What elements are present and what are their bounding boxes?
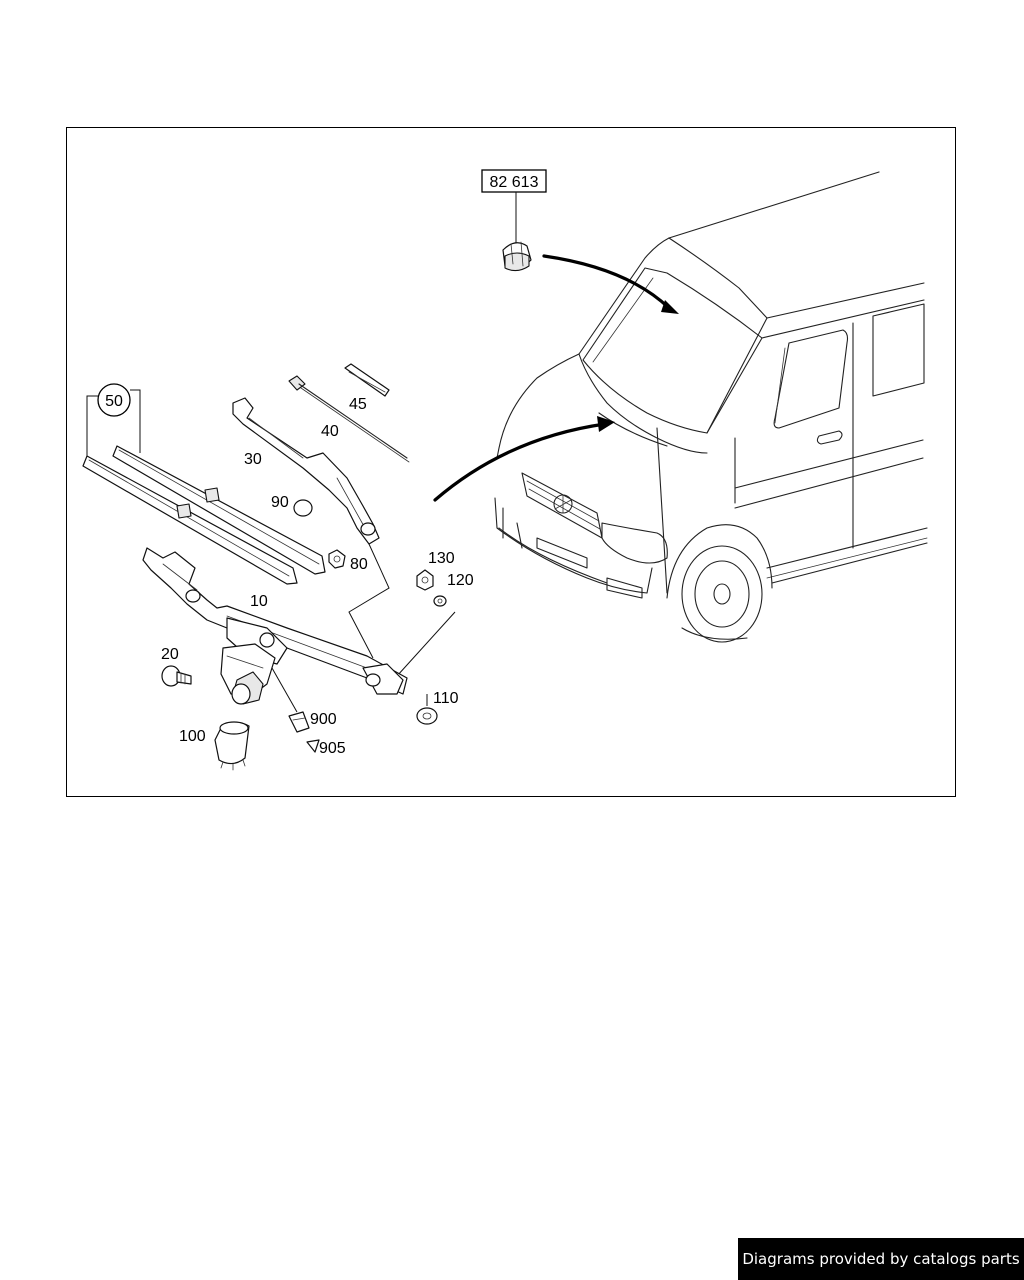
arrow-head-upper: [661, 300, 679, 314]
label-40: 40: [321, 423, 339, 440]
exploded-view-diagram: 82 613 50 45 40 30: [82, 169, 928, 771]
callout-arrows: [433, 254, 679, 502]
part-110-washer[interactable]: 110: [416, 690, 459, 725]
arrow-to-cowl: [433, 422, 607, 502]
label-82613: 82 613: [490, 174, 539, 191]
arrow-head-lower: [597, 416, 615, 432]
label-130: 130: [428, 550, 455, 567]
label-120: 120: [447, 572, 474, 589]
arrow-to-windshield: [542, 254, 671, 310]
footer-credit-badge: Diagrams provided by catalogs parts: [738, 1238, 1024, 1280]
label-50: 50: [105, 393, 123, 410]
ref-box-82613: [481, 169, 547, 193]
part-10-wiper-linkage[interactable]: 10: [142, 547, 408, 695]
label-900: 900: [310, 711, 337, 728]
part-30-wiper-arm[interactable]: 30: [232, 397, 380, 545]
part-905-terminal[interactable]: 905: [306, 739, 346, 757]
label-10: 10: [250, 593, 268, 610]
part-40-washer-hose[interactable]: 40: [288, 375, 410, 463]
part-82613-sensor[interactable]: 82 613: [481, 169, 547, 272]
label-30: 30: [244, 451, 262, 468]
ref-circle-50: [97, 383, 131, 417]
label-90: 90: [271, 494, 289, 511]
part-120-washer[interactable]: 120: [433, 572, 474, 607]
part-900-connector[interactable]: 900: [271, 667, 337, 733]
part-90-cap[interactable]: 90: [271, 494, 313, 517]
part-45-clip[interactable]: 45: [344, 363, 390, 413]
label-110: 110: [433, 690, 459, 707]
part-20-bolt[interactable]: 20: [161, 646, 192, 687]
wiper-motor: [220, 643, 276, 705]
part-50-wiper-blades[interactable]: 50: [82, 383, 326, 585]
label-100: 100: [179, 728, 206, 745]
parts-diagram-frame: 82 613 50 45 40 30: [66, 127, 956, 797]
van-illustration: [494, 171, 928, 643]
part-100-cover[interactable]: 100: [179, 721, 250, 771]
part-130-nut[interactable]: 130: [416, 550, 455, 591]
label-20: 20: [161, 646, 179, 663]
label-905: 905: [319, 740, 346, 757]
label-45: 45: [349, 396, 367, 413]
label-80: 80: [350, 556, 368, 573]
part-80-nut[interactable]: 80: [328, 549, 368, 573]
